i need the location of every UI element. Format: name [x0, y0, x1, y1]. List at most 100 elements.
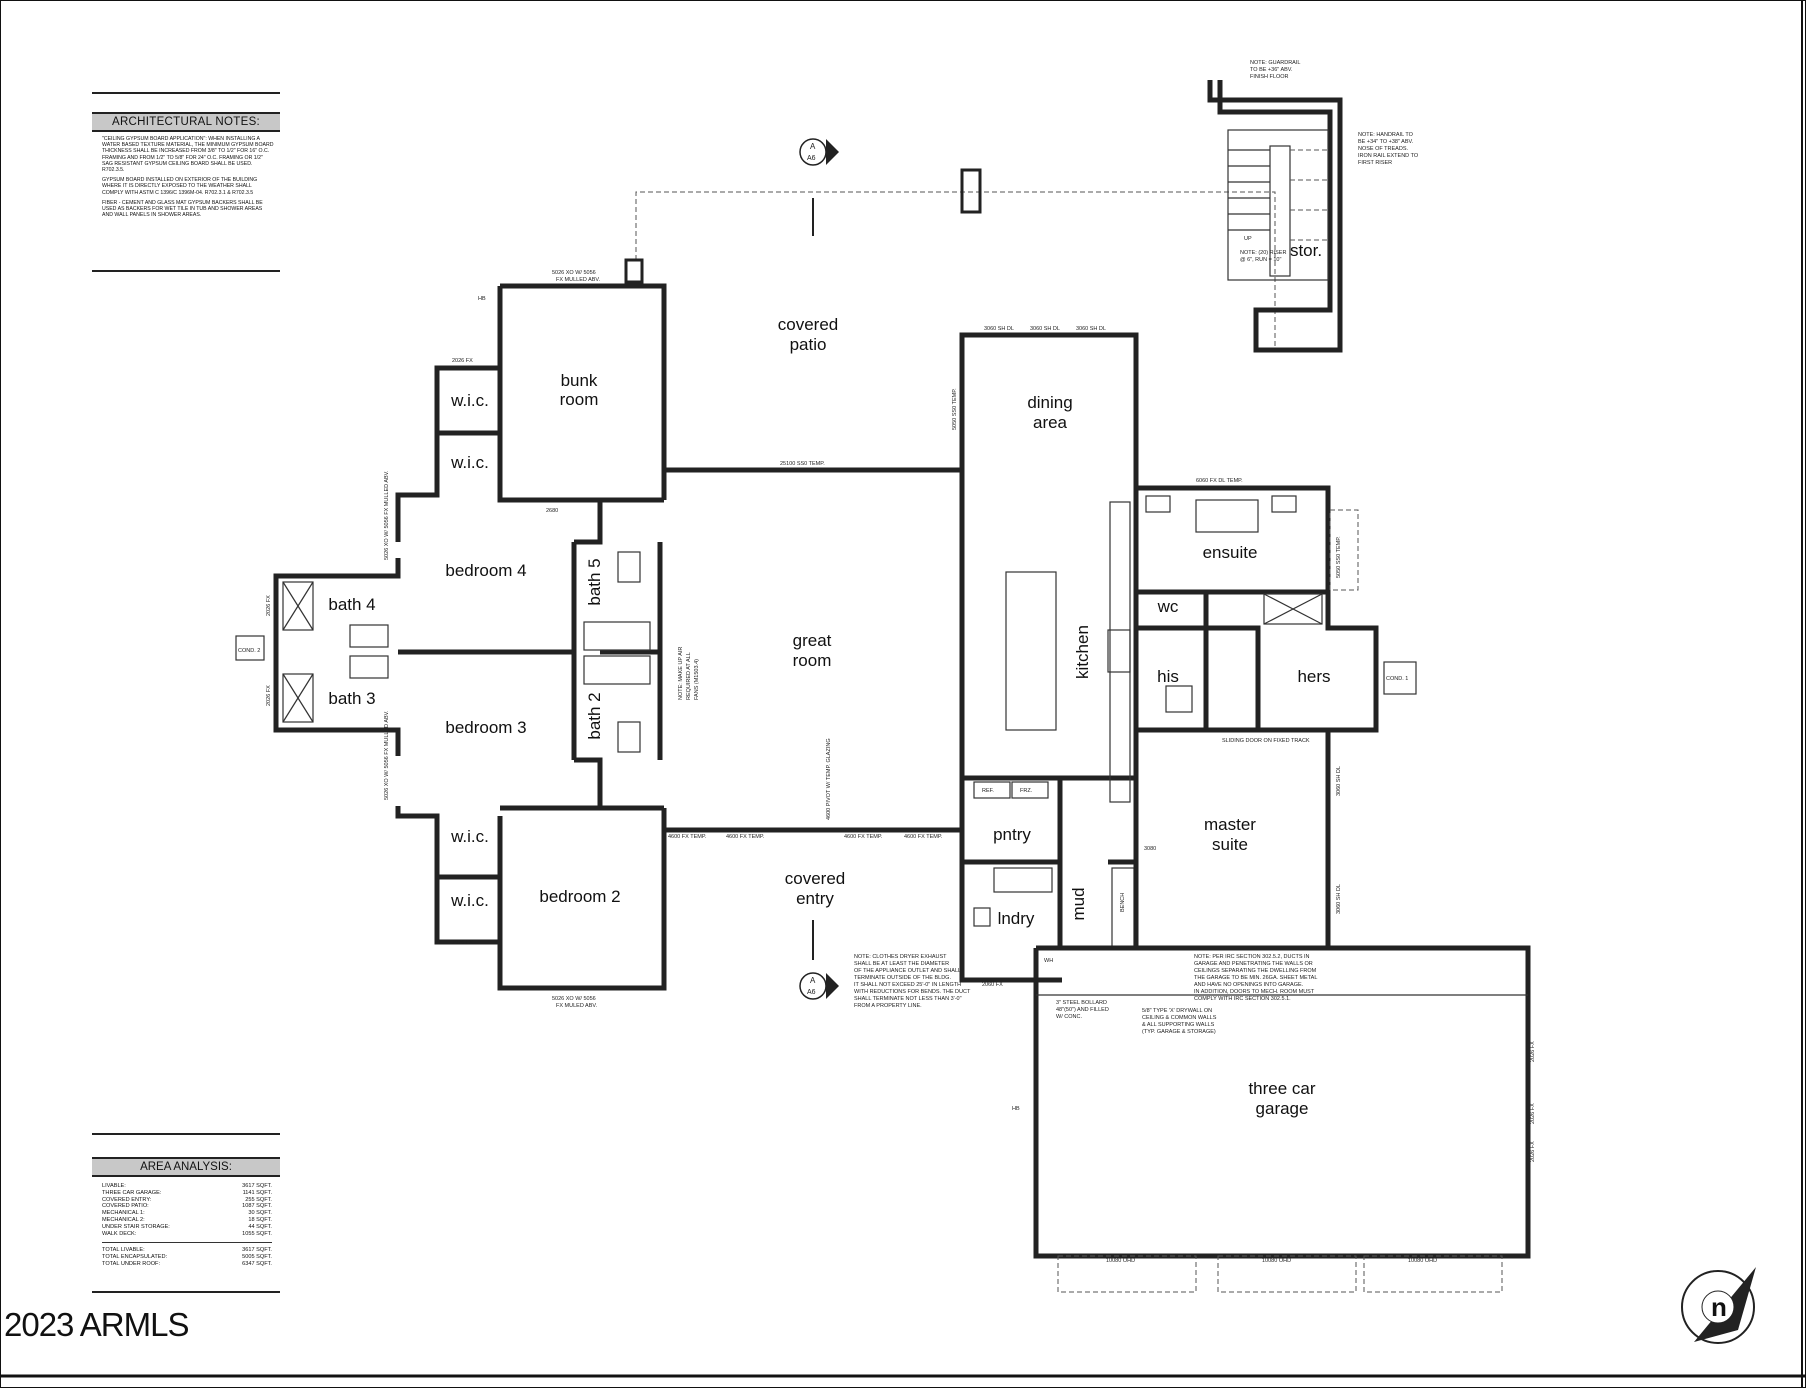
- room-garage-l2: garage: [1256, 1099, 1309, 1118]
- room-bath-5: bath 5: [585, 558, 604, 605]
- area-row-label: MECHANICAL 1:: [102, 1210, 145, 1217]
- label-bollard-2: 48"(50") AND FILLED: [1056, 1007, 1109, 1013]
- west-wing-walls: [273, 283, 667, 991]
- label-cond-2: COND. 2: [238, 648, 260, 654]
- section-marker-top: [799, 138, 839, 236]
- room-dining-l1: dining: [1027, 393, 1072, 412]
- area-row-label: COVERED PATIO:: [102, 1203, 149, 1210]
- stair-storage: [1207, 80, 1343, 353]
- room-wic-4: w.i.c.: [450, 891, 489, 910]
- label-stair-up: UP: [1244, 236, 1252, 242]
- label-dining-window-1: 3060 SH DL: [984, 326, 1014, 332]
- west-bath-fixtures: [235, 551, 651, 753]
- label-garage-note-7: COMPLY WITH IRC SECTION 302.5.1.: [1194, 996, 1291, 1002]
- label-sliding-door: SLIDING DOOR ON FIXED TRACK: [1222, 738, 1310, 744]
- room-bunk-l2: room: [560, 390, 599, 409]
- area-row: MECHANICAL 2:18 SQFT.: [102, 1217, 272, 1224]
- room-covered-entry-l2: entry: [796, 889, 834, 908]
- room-covered-patio-l2: patio: [790, 335, 827, 354]
- notes-paragraph: GYPSUM BOARD INSTALLED ON EXTERIOR OF TH…: [102, 177, 258, 196]
- room-bath-2: bath 2: [585, 692, 604, 739]
- label-stair-right-3: NOSE OF TREADS.: [1358, 146, 1408, 152]
- label-dryer-7: SHALL TERMINATE NOT LESS THAN 3'-0": [854, 996, 962, 1002]
- area-row-label: LIVABLE:: [102, 1183, 126, 1189]
- label-makeup-air-3: FANS (M1503.4): [694, 659, 700, 700]
- area-row-label: TOTAL UNDER ROOF:: [102, 1260, 161, 1267]
- area-row: COVERED ENTRY:255 SQFT.: [102, 1197, 272, 1204]
- area-row: UNDER STAIR STORAGE:44 SQFT.: [102, 1224, 272, 1231]
- label-master-window-2: 3060 SH DL: [1336, 884, 1342, 914]
- label-door-3080: 3080: [1144, 846, 1156, 852]
- area-row: LIVABLE:3617 SQFT.: [102, 1183, 272, 1190]
- area-row-value: 1055 SQFT.: [242, 1230, 272, 1237]
- area-row: MECHANICAL 1: 30 SQFT.: [102, 1210, 272, 1217]
- label-window-bed2-1: 5026 XO W/ 5056: [552, 996, 596, 1002]
- room-covered-patio-l1: covered: [778, 315, 838, 334]
- room-wic-3: w.i.c.: [450, 827, 489, 846]
- area-row-value: 30 SQFT.: [248, 1210, 272, 1217]
- label-stair-top-2: TO BE +36" ABV.: [1250, 67, 1293, 73]
- label-door-2060: 2060 FX: [982, 982, 1003, 988]
- label-garage-side-2: 2026 FX: [1530, 1103, 1536, 1124]
- area-row-value: 1141 SQFT.: [242, 1189, 272, 1196]
- label-stair-riser-1: NOTE: (20) RISER: [1240, 250, 1286, 256]
- label-bath-fx-bottom: 2026 FX: [266, 685, 272, 706]
- label-wic-fx-top: 2026 FX: [452, 358, 473, 364]
- room-covered-entry-l1: covered: [785, 869, 845, 888]
- area-row: THREE CAR GARAGE: 1141 SQFT.: [102, 1190, 272, 1197]
- label-bollard-3: W/ CONC.: [1056, 1014, 1082, 1020]
- label-garage-note-5: AND HAVE NO OPENINGS INTO GARAGE.: [1194, 982, 1304, 988]
- label-wh: WH: [1044, 958, 1053, 964]
- label-section-top-letter: A: [810, 142, 816, 151]
- label-hb-bunk: HB: [478, 296, 486, 302]
- north-arrow-icon: [1681, 1267, 1756, 1344]
- label-garage-note-3: CEILINGS SEPARATING THE DWELLING FROM: [1194, 968, 1317, 974]
- area-row-value: 1087 SQFT.: [242, 1203, 272, 1210]
- label-north: n: [1711, 1292, 1727, 1322]
- label-dining-side: 5050 SS0 TEMP.: [952, 388, 958, 430]
- area-row-value: 3617 SQFT.: [242, 1247, 272, 1254]
- label-section-bottom-sheet: A6: [807, 989, 816, 996]
- label-window-bunk-1: 5026 XO W/ 5056: [552, 270, 596, 276]
- area-row-label: THREE CAR GARAGE:: [102, 1189, 162, 1196]
- label-garage-note-1: NOTE: PER IRC SECTION 302.5.2, DUCTS IN: [1194, 954, 1310, 960]
- area-row-value: 6347 SQFT.: [242, 1260, 272, 1267]
- label-wic-fx-bottom: 2026 FX: [452, 940, 473, 946]
- label-dryer-3: OF THE APPLIANCE OUTLET AND SHALL: [854, 968, 961, 974]
- copyright-text: 2023 ARMLS: [4, 1306, 189, 1343]
- label-frz: FRZ.: [1020, 788, 1033, 794]
- area-row-label: COVERED ENTRY:: [102, 1196, 152, 1203]
- room-his: his: [1157, 667, 1179, 686]
- area-rows: LIVABLE:3617 SQFT.THREE CAR GARAGE: 1141 …: [92, 1183, 280, 1237]
- label-bench: BENCH: [1120, 893, 1126, 912]
- label-drywall-1: 5/8" TYPE 'X' DRYWALL ON: [1142, 1008, 1212, 1014]
- label-drywall-3: & ALL SUPPORTING WALLS: [1142, 1022, 1215, 1028]
- label-garage-note-2: GARAGE AND PENETRATING THE WALLS OR: [1194, 961, 1313, 967]
- label-window-bed4: 5026 XO W/ 5056 FX MULLED ABV.: [384, 470, 390, 560]
- area-analysis: AREA ANALYSIS: LIVABLE:3617 SQFT.THREE C…: [92, 1133, 280, 1293]
- room-wic-2: w.i.c.: [450, 453, 489, 472]
- room-pantry: pntry: [993, 825, 1031, 844]
- label-garage-side-1: 2026 FX: [1530, 1041, 1536, 1062]
- section-marker-bottom: [799, 920, 839, 1000]
- label-drywall-4: (TYP. GARAGE & STORAGE): [1142, 1029, 1216, 1035]
- room-master-l2: suite: [1212, 835, 1248, 854]
- label-entry-fx-2: 4600 FX TEMP.: [726, 834, 765, 840]
- label-garage-side-3: 2026 FX: [1530, 1141, 1536, 1162]
- label-makeup-air-1: NOTE: MAKE UP AIR: [678, 647, 684, 700]
- room-bath-3: bath 3: [328, 689, 375, 708]
- area-row: TOTAL ENCAPSULATED:5005 SQFT.: [102, 1254, 272, 1261]
- label-dryer-1: NOTE: CLOTHES DRYER EXHAUST: [854, 954, 947, 960]
- area-analysis-title: AREA ANALYSIS:: [92, 1157, 280, 1177]
- label-stair-riser-2: @ 6", RUN = 10": [1240, 257, 1281, 263]
- master-wing-walls: [1133, 485, 1417, 950]
- label-patio-slider: 25100 SS0 TEMP.: [780, 461, 825, 467]
- label-garage-door-2: 10080 OHD: [1262, 1258, 1291, 1264]
- label-ref: REF.: [982, 788, 994, 794]
- area-row-value: 5005 SQFT.: [242, 1254, 272, 1261]
- notes-paragraph: "CEILING GYPSUM BOARD APPLICATION": WHEN…: [102, 136, 274, 174]
- room-hers: hers: [1297, 667, 1330, 686]
- area-row-label: MECHANICAL 2:: [102, 1216, 145, 1223]
- label-drywall-2: CEILING & COMMON WALLS: [1142, 1015, 1217, 1021]
